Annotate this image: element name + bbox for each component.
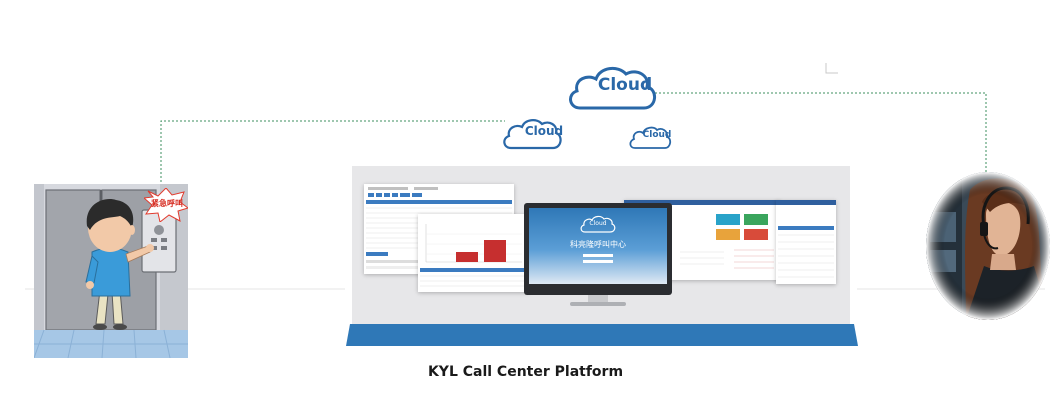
cloud-label: Cloud (597, 75, 653, 95)
cloud-label: Cloud (642, 130, 672, 140)
monitor-title: 科亮隆呼叫中心 (570, 240, 626, 249)
emergency-call-bubble: 紧急呼叫 (144, 188, 188, 222)
cloud-icon (580, 215, 616, 233)
cloud-icon (569, 66, 656, 110)
monitor-neck (588, 295, 608, 302)
cloud-medium: Cloud (501, 117, 563, 153)
monitor-stand (570, 302, 626, 306)
diagram-caption: KYL Call Center Platform (427, 364, 624, 380)
cloud-small: Cloud (628, 125, 672, 152)
cloud-icon (629, 126, 672, 149)
connector-elevator-to-cloud (160, 120, 505, 186)
monitor: Cloud 科亮隆呼叫中心 (524, 203, 672, 295)
call-center-agent-photo (926, 172, 1050, 320)
elevator-illustration: 紧急呼叫 (34, 184, 188, 358)
login-username-field (583, 254, 613, 257)
screenshot-statistics-chart (418, 214, 530, 292)
monitor-cloud: Cloud (579, 215, 617, 235)
cloud-large: Cloud (566, 64, 658, 114)
monitor-cloud-label: Cloud (589, 220, 607, 227)
cloud-icon (503, 119, 562, 150)
platform-base (346, 324, 858, 346)
emergency-call-text: 紧急呼叫 (151, 199, 183, 208)
connector-cloud-to-agent (655, 92, 987, 186)
login-password-field (583, 260, 613, 263)
cloud-label: Cloud (524, 124, 564, 138)
screenshot-agent-list (776, 200, 836, 284)
monitor-screen: Cloud 科亮隆呼叫中心 (529, 208, 667, 284)
